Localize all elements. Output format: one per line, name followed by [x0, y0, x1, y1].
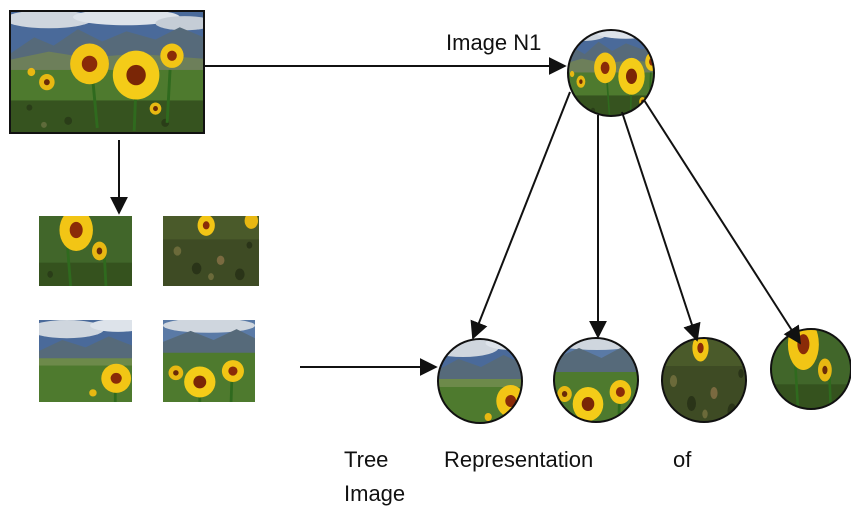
- child-node-3: [661, 337, 747, 423]
- arrow-node-to-child-3: [621, 111, 701, 342]
- image-node-label: Image N1: [446, 30, 542, 55]
- arrow-node-to-child-4: [643, 99, 801, 345]
- caption-word-image: Image: [344, 481, 406, 506]
- arrow-node-to-child-1: [470, 91, 571, 340]
- original-image: [9, 10, 205, 134]
- caption-word-of: of: [673, 447, 692, 472]
- image-quadrant-top-left: [39, 216, 132, 286]
- caption-word-tree: Tree: [344, 447, 389, 472]
- image-node-n1: [567, 29, 655, 117]
- child-node-4: [770, 328, 851, 410]
- child-node-1: [437, 338, 523, 424]
- image-quadrant-bottom-left: [39, 320, 132, 402]
- image-quadrant-bottom-right: [163, 320, 255, 402]
- caption-word-representation: Representation: [444, 447, 594, 472]
- child-node-2: [553, 337, 639, 423]
- image-quadrant-top-right: [163, 216, 259, 286]
